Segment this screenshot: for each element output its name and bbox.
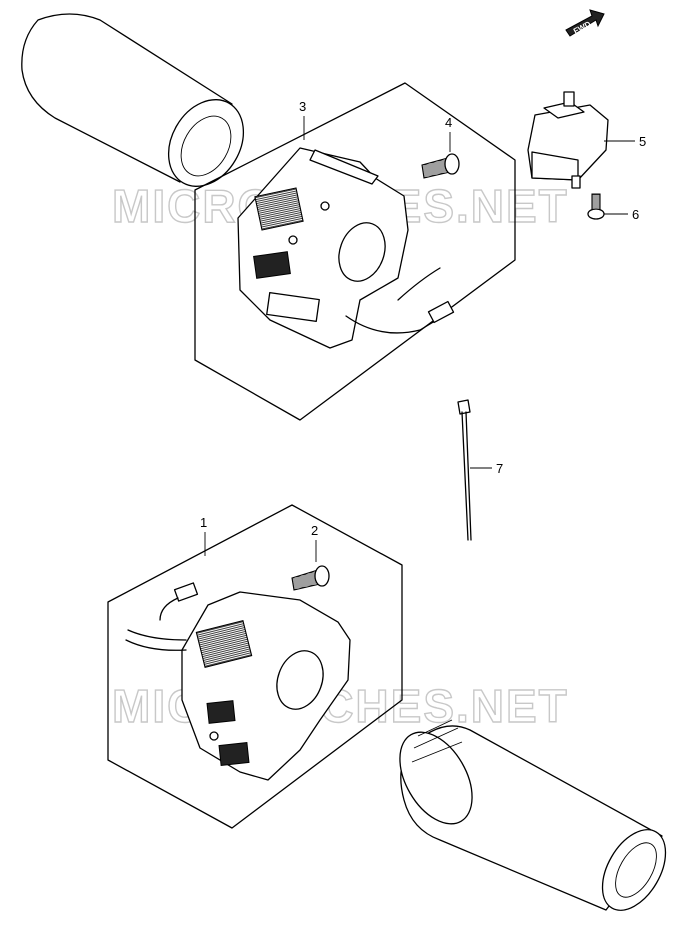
screw-part-6: [587, 193, 605, 220]
callout-label-5: 5: [639, 134, 646, 149]
callout-4: 4: [445, 115, 452, 152]
callout-label-3: 3: [299, 99, 306, 114]
fwd-arrow-icon: FWD: [565, 9, 605, 37]
callout-label-6: 6: [632, 207, 639, 222]
callout-3: 3: [299, 99, 306, 140]
callout-5: 5: [604, 134, 646, 149]
left-switch-housing-part: [125, 582, 351, 781]
right-switch-housing-part: [237, 147, 455, 349]
screw-part-2: [291, 565, 330, 591]
callout-7: 7: [470, 461, 503, 476]
left-grip-part: [21, 13, 245, 187]
callout-label-1: 1: [200, 515, 207, 530]
brake-switch-part: [527, 91, 609, 189]
screw-part-4: [421, 153, 460, 179]
callout-1: 1: [200, 515, 207, 556]
group-box-1: [107, 504, 403, 829]
throttle-grip-part: [399, 719, 667, 911]
cable-tie-part: [457, 399, 472, 541]
callout-label-2: 2: [311, 523, 318, 538]
group-box-3: [194, 82, 516, 421]
callout-6: 6: [604, 207, 639, 222]
callout-label-4: 4: [445, 115, 452, 130]
callout-2: 2: [311, 523, 318, 562]
callout-label-7: 7: [496, 461, 503, 476]
